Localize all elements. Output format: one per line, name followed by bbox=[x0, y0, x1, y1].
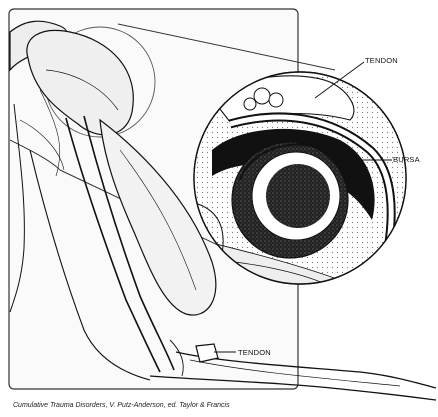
tendon-label-bottom: TENDON bbox=[238, 348, 271, 357]
bursa-label: BURSA bbox=[393, 155, 420, 164]
tendon-label-top: TENDON bbox=[365, 56, 398, 65]
figure-caption: Cumulative Trauma Disorders, V. Putz-And… bbox=[13, 402, 230, 409]
